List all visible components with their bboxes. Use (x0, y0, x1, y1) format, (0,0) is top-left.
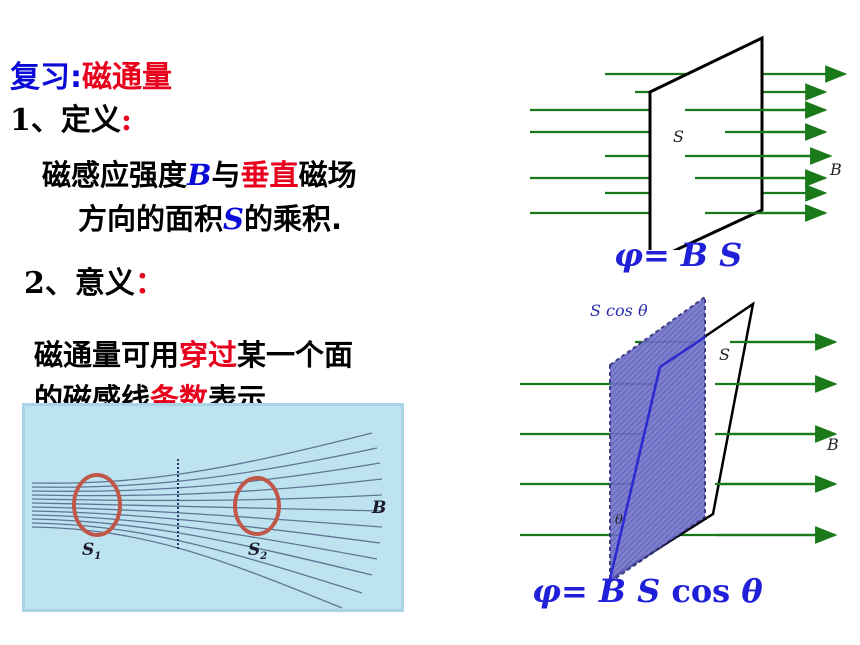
section2-colon: ： (134, 266, 165, 301)
def-text-a: 磁感应强度 (42, 158, 188, 192)
projection-s-cos-theta (609, 295, 706, 584)
photo-s1-sub: 1 (94, 551, 101, 562)
def-text-product: 的乘积. (243, 202, 342, 236)
diagram1-b-label: B (829, 160, 842, 179)
formula1-phi: φ (614, 236, 643, 274)
meaning-text-through: 穿过 (179, 338, 238, 372)
diagram2-scos-label: S cos θ (590, 301, 648, 320)
section2-label: 2、意义 (24, 266, 135, 301)
title-prefix: 复习 (10, 60, 70, 95)
def-text-e: 磁场 (298, 158, 357, 192)
diagram1-s-label: S (673, 127, 684, 146)
meaning-line1: 磁通量可用穿过某一个面 (34, 332, 353, 374)
formula2-eq: = (560, 572, 599, 610)
formula1-b: B (680, 236, 708, 274)
formula-phi-bs: φ= B S (614, 236, 742, 274)
formula2-cos: cos (660, 572, 742, 610)
formula1-eq: = (642, 236, 681, 274)
section1-colon: : (120, 103, 132, 138)
formula2-s: S (625, 572, 661, 610)
surface-s (648, 35, 764, 250)
formula1-s: S (707, 236, 743, 274)
def-symbol-s: S (223, 202, 244, 236)
page-title: 复习:磁通量 (10, 52, 172, 96)
meaning-text-c: 某一个面 (237, 338, 354, 372)
title-topic: 磁通量 (82, 60, 172, 95)
loop-s1 (72, 473, 122, 537)
def-text-area: 方向的面积 (78, 202, 224, 236)
formula2-phi: φ (532, 572, 561, 610)
photo-b-label: B (371, 498, 386, 518)
title-colon: : (70, 60, 82, 95)
meaning-text-a: 磁通量可用 (34, 338, 180, 372)
svg-text:S1: S1 (82, 540, 101, 562)
definition-line1: 磁感应强度B与垂直磁场 (42, 152, 357, 194)
diagram2-theta-label: θ (615, 513, 623, 528)
formula-phi-bs-cos: φ= B S cos θ (532, 572, 763, 610)
diagram2-b-label: B (826, 435, 839, 454)
def-symbol-b: B (187, 158, 212, 192)
diagram-tilted: S cos θ S B θ (520, 295, 839, 584)
photo-s1-label: S (82, 540, 94, 560)
formula2-b: B (598, 572, 626, 610)
section2-heading: 2、意义： (24, 258, 165, 302)
def-text-c: 与 (211, 158, 241, 192)
photo-s2-sub: 2 (259, 551, 267, 562)
diagram2-s-label: S (719, 345, 730, 364)
loop-s2 (233, 476, 281, 536)
definition-line2: 方向的面积S的乘积. (78, 196, 342, 238)
formula2-theta: θ (741, 572, 763, 610)
svg-text:S2: S2 (248, 540, 267, 562)
section1-heading: 1、定义: (10, 95, 132, 139)
photo-s2-label: S (248, 540, 260, 560)
diagram-perpendicular: S B (530, 35, 848, 250)
def-text-perpendicular: 垂直 (240, 158, 299, 192)
field-lines-photo: S1 S2 B (22, 403, 404, 612)
section1-label: 1、定义 (10, 103, 121, 138)
